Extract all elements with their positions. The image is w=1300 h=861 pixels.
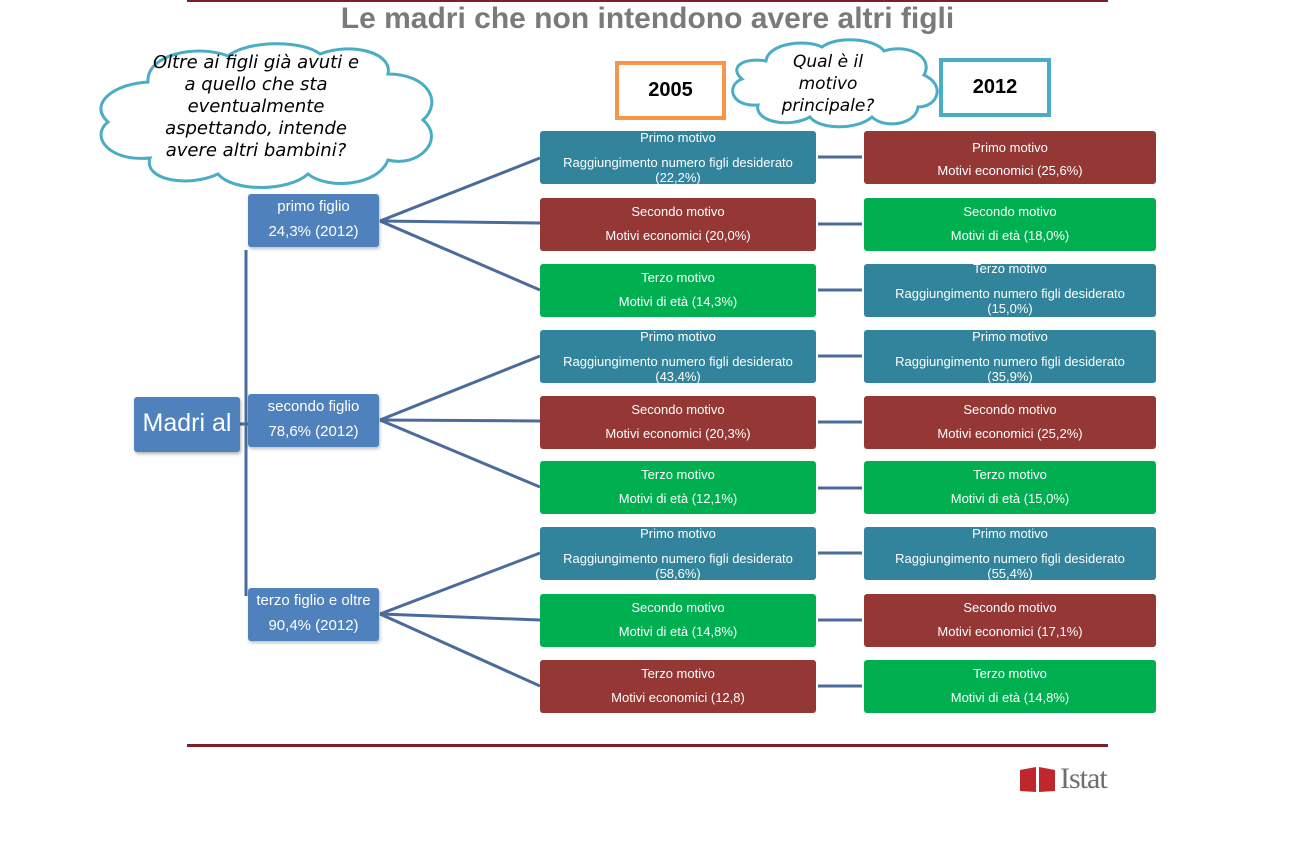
reason-description: Motivi di età (14,8%) [950,690,1070,705]
reason-card-2005: Terzo motivo Motivi di età (12,1%) [540,461,816,514]
reason-text: Raggiungimento numero figli desiderato [895,551,1125,566]
reason-percent: (58,6%) [655,566,701,581]
reason-description: Motivi di età (14,8%) [618,624,738,639]
group-label: secondo figlio [267,398,360,415]
reason-description: Raggiungimento numero figli desiderato (… [864,551,1156,581]
reason-description: Raggiungimento numero figli desiderato (… [540,551,816,581]
reason-title: Secondo motivo [963,600,1057,615]
reason-title: Primo motivo [972,526,1048,541]
reason-card-2005: Primo motivo Raggiungimento numero figli… [540,526,816,581]
reason-title: Primo motivo [640,329,716,344]
reason-description: Motivi economici (20,3%) [605,426,751,441]
reason-card-2012: Secondo motivo Motivi di età (18,0%) [864,198,1156,251]
group-label: primo figlio [277,198,350,215]
reason-card-2012: Primo motivo Raggiungimento numero figli… [864,526,1156,581]
reason-title: Terzo motivo [973,467,1047,482]
istat-logo-text: Istat [1060,762,1108,795]
year-2005-label: 2005 [615,61,726,120]
bottom-rule [187,744,1108,747]
reason-description: Raggiungimento numero figli desiderato (… [540,354,816,384]
reason-title: Terzo motivo [641,666,715,681]
group-value: 78,6% (2012) [268,423,359,440]
reason-card-2012: Terzo motivo Motivi di età (15,0%) [864,461,1156,514]
reason-title: Primo motivo [972,140,1048,155]
reason-percent: (15,0%) [987,301,1033,316]
reason-card-2012: Primo motivo Motivi economici (25,6%) [864,131,1156,184]
reason-card-2012: Terzo motivo Motivi di età (14,8%) [864,660,1156,713]
reason-description: Raggiungimento numero figli desiderato (… [864,354,1156,384]
reason-description: Motivi economici (17,1%) [937,624,1083,639]
reason-description: Motivi economici (25,2%) [937,426,1083,441]
reason-text: Raggiungimento numero figli desiderato [895,286,1125,301]
reason-title: Terzo motivo [641,270,715,285]
reason-title: Primo motivo [640,130,716,145]
reason-card-2005: Primo motivo Raggiungimento numero figli… [540,130,816,185]
reason-description: Motivi di età (18,0%) [950,228,1070,243]
reason-card-2012: Secondo motivo Motivi economici (17,1%) [864,594,1156,647]
question-cloud-left [99,42,434,189]
root-node: Madri al [134,397,240,452]
reason-card-2005: Primo motivo Raggiungimento numero figli… [540,329,816,384]
reason-text: Raggiungimento numero figli desiderato [563,155,793,170]
istat-logo-icon [1020,767,1055,792]
group-second-child: secondo figlio 78,6% (2012) [248,394,379,447]
group-first-child: primo figlio 24,3% (2012) [248,194,379,247]
reason-text: Raggiungimento numero figli desiderato [895,354,1125,369]
reason-title: Terzo motivo [973,261,1047,276]
question-text-left: Oltre ai figli già avuti e a quello che … [152,52,360,161]
reason-title: Secondo motivo [963,204,1057,219]
reason-title: Secondo motivo [631,402,725,417]
reason-description: Raggiungimento numero figli desiderato (… [540,155,816,185]
reason-card-2005: Secondo motivo Motivi economici (20,0%) [540,198,816,251]
reason-title: Primo motivo [972,329,1048,344]
reason-description: Raggiungimento numero figli desiderato (… [864,286,1156,316]
reason-title: Terzo motivo [641,467,715,482]
reason-percent: (43,4%) [655,369,701,384]
group-third-child-plus: terzo figlio e oltre 90,4% (2012) [248,588,379,641]
reason-title: Secondo motivo [631,600,725,615]
reason-description: Motivi economici (25,6%) [937,163,1083,178]
reason-card-2005: Secondo motivo Motivi di età (14,8%) [540,594,816,647]
reason-card-2012: Terzo motivo Raggiungimento numero figli… [864,261,1156,317]
reason-description: Motivi di età (14,3%) [618,294,738,309]
reason-percent: (22,2%) [655,170,701,185]
reason-card-2012: Secondo motivo Motivi economici (25,2%) [864,396,1156,449]
page-title: Le madri che non intendono avere altri f… [340,2,955,35]
year-2012-label: 2012 [939,58,1051,117]
question-cloud-right [731,38,939,129]
group-value: 90,4% (2012) [268,617,359,634]
reason-title: Primo motivo [640,526,716,541]
reason-title: Secondo motivo [963,402,1057,417]
reason-description: Motivi di età (12,1%) [618,491,738,506]
reason-card-2005: Secondo motivo Motivi economici (20,3%) [540,396,816,449]
top-rule [187,0,1108,2]
group-value: 24,3% (2012) [268,223,359,240]
reason-card-2005: Terzo motivo Motivi economici (12,8) [540,660,816,713]
reason-percent: (35,9%) [987,369,1033,384]
reason-title: Secondo motivo [631,204,725,219]
question-text-right: Qual è il motivo principale? [781,52,875,116]
reason-description: Motivi economici (20,0%) [605,228,751,243]
reason-card-2012: Primo motivo Raggiungimento numero figli… [864,329,1156,384]
reason-description: Motivi di età (15,0%) [950,491,1070,506]
reason-card-2005: Terzo motivo Motivi di età (14,3%) [540,264,816,317]
reason-description: Motivi economici (12,8) [611,690,745,705]
reason-text: Raggiungimento numero figli desiderato [563,354,793,369]
reason-text: Raggiungimento numero figli desiderato [563,551,793,566]
reason-percent: (55,4%) [987,566,1033,581]
group-label: terzo figlio e oltre [256,592,371,609]
reason-title: Terzo motivo [973,666,1047,681]
